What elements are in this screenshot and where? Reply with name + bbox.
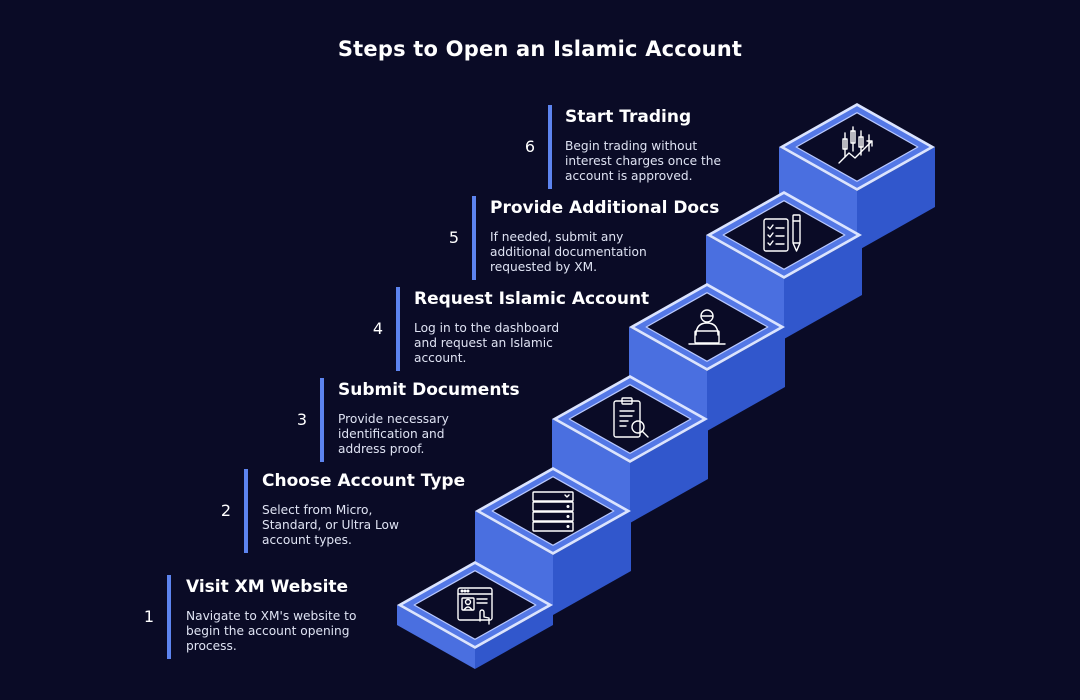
stair-top-face xyxy=(413,570,537,640)
step-description: Select from Micro, Standard, or Ultra Lo… xyxy=(262,503,399,547)
stair-side xyxy=(475,605,553,669)
step-accent-bar xyxy=(244,469,248,553)
step-accent-bar xyxy=(548,105,552,189)
document-pen-icon xyxy=(763,214,801,252)
step-description: Navigate to XM's website to begin the ac… xyxy=(186,609,357,653)
trading-chart-icon xyxy=(838,126,873,164)
account-list-icon xyxy=(532,491,574,532)
step-description: If needed, submit any additional documen… xyxy=(490,230,647,274)
step-number: 3 xyxy=(296,410,308,429)
stair-block-1 xyxy=(397,561,553,669)
step-number: 4 xyxy=(372,319,384,338)
page-title: Steps to Open an Islamic Account xyxy=(337,37,743,61)
step-title: Start Trading xyxy=(565,107,692,127)
stair-top-face xyxy=(722,200,846,270)
step-title: Provide Additional Docs xyxy=(490,198,720,218)
stair-top-face xyxy=(568,384,692,454)
stair-block-5 xyxy=(706,191,862,339)
step-title: Visit XM Website xyxy=(186,577,349,597)
step-number: 6 xyxy=(524,137,536,156)
stairs-group xyxy=(397,103,935,669)
stair-riser xyxy=(629,327,707,431)
step-accent-bar xyxy=(167,575,171,659)
stair-side xyxy=(707,327,785,431)
stair-side xyxy=(553,511,631,615)
step-title: Submit Documents xyxy=(338,380,520,400)
stair-side xyxy=(857,147,935,251)
step-number: 1 xyxy=(143,607,155,626)
stair-top-face xyxy=(645,292,769,362)
stair-riser xyxy=(397,605,475,669)
step-accent-bar xyxy=(396,287,400,371)
step-number: 2 xyxy=(220,501,232,520)
website-profile-icon xyxy=(457,587,493,625)
step-title: Choose Account Type xyxy=(262,471,466,491)
step-description: Begin trading without interest charges o… xyxy=(565,139,722,183)
stair-side xyxy=(630,419,708,523)
step-title: Request Islamic Account xyxy=(414,289,650,309)
stair-top-face xyxy=(795,112,919,182)
stair-side xyxy=(784,235,862,339)
clipboard-search-icon xyxy=(613,397,649,438)
user-laptop-icon xyxy=(688,309,726,345)
stair-block-2 xyxy=(475,467,631,615)
step-number: 5 xyxy=(448,228,460,247)
step-accent-bar xyxy=(320,378,324,462)
stair-riser xyxy=(552,419,630,523)
stair-riser xyxy=(706,235,784,339)
stair-block-3 xyxy=(552,375,708,523)
stair-block-4 xyxy=(629,283,785,431)
step-description: Log in to the dashboard and request an I… xyxy=(414,321,560,365)
step-description: Provide necessary identification and add… xyxy=(338,412,449,456)
step-accent-bar xyxy=(472,196,476,280)
stair-riser xyxy=(475,511,553,615)
